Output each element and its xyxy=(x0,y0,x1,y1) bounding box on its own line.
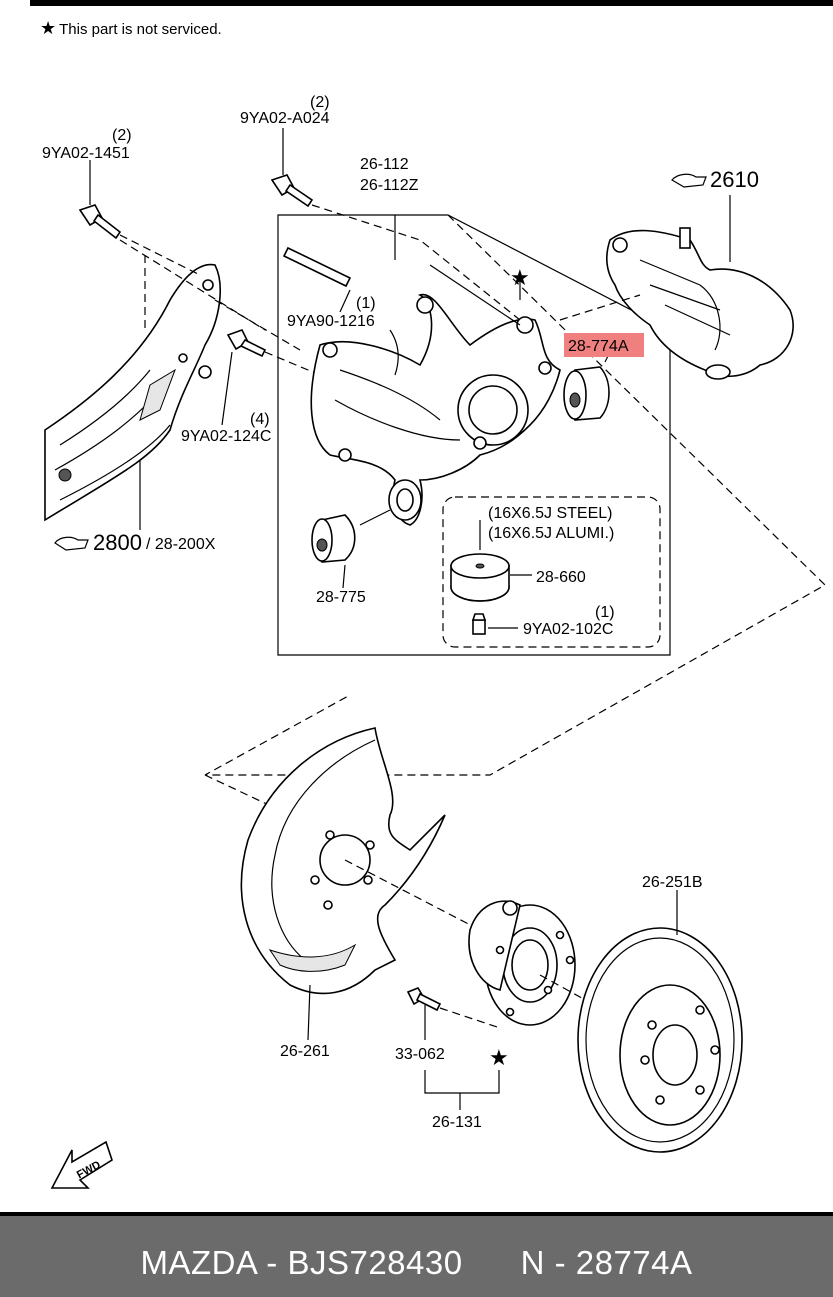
caliper-dash xyxy=(559,294,641,321)
label-9ya02-124c-qty: (4) xyxy=(250,411,270,428)
label-28-200x: / 28-200X xyxy=(146,536,216,553)
bushing-28-774a xyxy=(563,366,610,421)
top-border xyxy=(30,0,833,6)
label-9ya02-124c: 9YA02-124C xyxy=(181,428,271,445)
label-9ya02-a024-qty: (2) xyxy=(310,94,330,111)
optional-parts-box xyxy=(442,496,661,648)
bolt-9ya02-124c xyxy=(226,329,267,358)
label-9ya90-1216-qty: (1) xyxy=(356,295,376,312)
label-26-112: 26-112 xyxy=(360,156,409,173)
label-28-775: 28-775 xyxy=(316,589,366,606)
knuckle-assembly-frame xyxy=(277,214,671,656)
knuckle-part xyxy=(310,293,561,526)
label-26-112z: 26-112Z xyxy=(360,177,419,194)
label-steel: (16X6.5J STEEL) xyxy=(488,505,613,522)
lower-arm-part xyxy=(44,263,221,522)
service-note: ★This part is not serviced. xyxy=(40,18,222,39)
label-9ya90-1216: 9YA90-1216 xyxy=(287,313,375,330)
nut-9ya02-102c xyxy=(471,613,487,635)
label-26-261: 26-261 xyxy=(280,1043,330,1060)
label-9ya02-102c-qty: (1) xyxy=(595,604,615,621)
caliper-part xyxy=(605,227,794,380)
bolt-a024-dash xyxy=(311,204,521,321)
bushing-775-leader xyxy=(342,509,391,589)
hub-star-icon: ★ xyxy=(489,1045,509,1070)
bolt-9ya02-a024 xyxy=(270,174,314,208)
parts-diagram: ★ ★ (2) 9YA02-1451 (2) 9YA02-A024 26-112… xyxy=(42,94,826,1189)
bolt-9ya02-1451 xyxy=(78,204,122,240)
dust-shield-part xyxy=(240,727,446,995)
lower-arm-dashes xyxy=(119,239,266,331)
label-alumi: (16X6.5J ALUMI.) xyxy=(488,525,614,542)
cap-28-660 xyxy=(450,553,510,602)
hub-bracket xyxy=(424,1070,500,1110)
footer-part-number: N - 28774A xyxy=(520,1244,693,1281)
service-note-text: This part is not serviced. xyxy=(59,21,222,38)
knuckle-leader xyxy=(394,215,521,326)
footer-text: MAZDA - BJS728430 N - 28774A xyxy=(0,1244,833,1282)
bolt-124c-leader xyxy=(221,351,233,426)
label-9ya02-a024: 9YA02-A024 xyxy=(240,110,330,127)
label-9ya02-102c: 9YA02-102C xyxy=(523,621,613,638)
star-icon: ★ xyxy=(40,18,57,38)
footer-bar: MAZDA - BJS728430 N - 28774A xyxy=(0,1212,833,1297)
stud-9ya90-1216 xyxy=(282,246,352,288)
stud-leader xyxy=(339,289,351,313)
label-9ya02-1451-qty: (2) xyxy=(112,127,132,144)
label-2800: 2800 xyxy=(93,530,142,555)
highlight-28-774a xyxy=(564,333,644,357)
bolt-1451-dash xyxy=(119,234,201,276)
knuckle-star-icon: ★ xyxy=(510,265,530,290)
assembly-dashed-outline xyxy=(204,214,826,776)
label-28-660: 28-660 xyxy=(536,569,586,586)
fwd-arrow-icon xyxy=(50,1140,113,1189)
label-2610: 2610 xyxy=(710,167,759,192)
dust-shield-leader xyxy=(307,984,311,1041)
hub-bearing-part xyxy=(468,900,576,1026)
label-33-062: 33-062 xyxy=(395,1046,445,1063)
label-26-131: 26-131 xyxy=(432,1114,482,1131)
brake-disc-part xyxy=(577,927,743,1153)
label-28-774a: 28-774A xyxy=(568,338,629,355)
part-icon-2800 xyxy=(54,536,89,551)
label-9ya02-1451: 9YA02-1451 xyxy=(42,145,130,162)
bolt-33-062-dash xyxy=(439,1007,501,1029)
bolt-124c-dash xyxy=(214,299,321,376)
cap-leader xyxy=(479,520,532,576)
label-26-251b: 26-251B xyxy=(642,874,703,891)
part-icon-2610 xyxy=(671,173,707,188)
wheel-bolt-33-062 xyxy=(406,987,442,1012)
bushing-28-775 xyxy=(311,514,356,563)
footer-brand: MAZDA - BJS728430 xyxy=(140,1244,463,1281)
